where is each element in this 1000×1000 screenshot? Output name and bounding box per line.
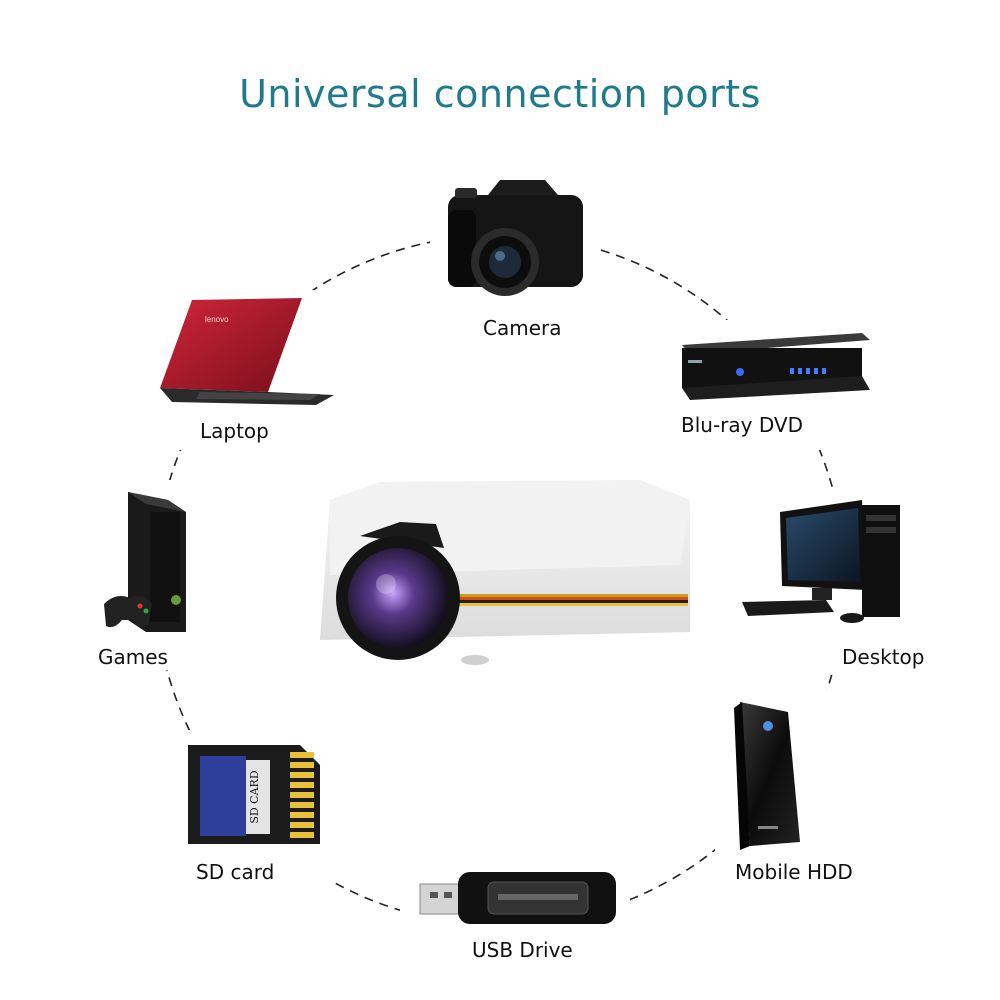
- sd-card-icon: SD CARD: [188, 745, 320, 844]
- page-title: Universal connection ports: [239, 72, 761, 116]
- usb-drive-icon: [419, 872, 616, 924]
- device-label-laptop: Laptop: [200, 419, 269, 443]
- camera-icon: [448, 180, 583, 296]
- device-label-camera: Camera: [483, 316, 562, 340]
- projector-icon: [320, 480, 690, 665]
- device-label-sd-card: SD card: [196, 860, 275, 884]
- sd-card-text: SD CARD: [248, 770, 261, 823]
- laptop-brand-text: lenovo: [205, 315, 229, 324]
- device-label-desktop: Desktop: [842, 645, 925, 669]
- device-label-games: Games: [98, 645, 168, 669]
- device-label-usb-drive: USB Drive: [472, 938, 573, 962]
- laptop-icon: lenovo: [160, 298, 334, 405]
- external-hard-drive-icon: [734, 702, 800, 850]
- bluray-player-icon: [682, 333, 870, 400]
- device-label-mobile-hdd: Mobile HDD: [735, 860, 853, 884]
- device-label-bluray: Blu-ray DVD: [681, 413, 803, 437]
- game-console-icon: [104, 492, 186, 632]
- desktop-computer-icon: [742, 500, 900, 623]
